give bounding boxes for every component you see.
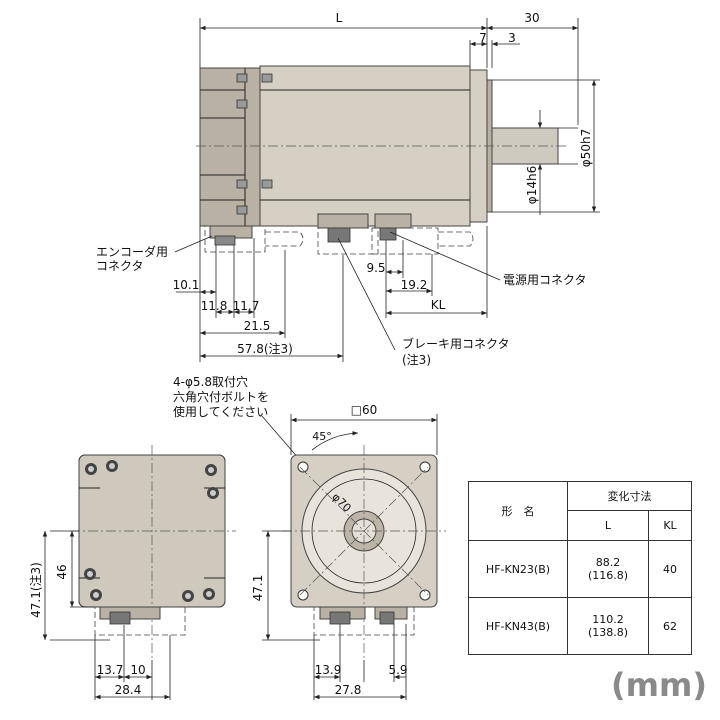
dim-square: □60 [351,403,378,417]
table-header-model: 形 名 [468,481,568,541]
table-cell-KL: 62 [648,597,692,655]
table-cell-L-value: 88.2 [595,556,621,569]
dim-57-8: 57.8(注3) [237,341,293,356]
dim-7: 7 [479,31,487,45]
rear-view: 46 47.1(注3) 13.7 10 28.4 [28,445,236,700]
side-view: L 30 7 3 [96,11,600,367]
mounting-note-line3: 使用してください [173,404,268,419]
encoder-connector-label-2: コネクタ [96,259,144,273]
dim-21-5: 21.5 [244,319,271,333]
table-header-KL: KL [648,510,692,541]
unit-label: (mm) [611,666,707,704]
mounting-note-line2: 六角穴付ボルトを [173,389,269,404]
table-header-dims: 変化寸法 [567,481,692,511]
dim-shaft-dia: φ14h6 [525,166,539,204]
mounting-note-line1: 4-φ5.8取付穴 [173,374,248,389]
dim-L: L [336,11,343,25]
dim-28-4: 28.4 [115,683,142,697]
dim-19-2: 19.2 [401,278,428,292]
dim-5-9: 5.9 [388,663,407,677]
dim-angle: 45° [312,430,332,443]
encoder-connector-label-1: エンコーダ用 [96,244,168,259]
brake-connector-label: ブレーキ用コネクタ [402,336,510,351]
dim-shaft-fit: φ50h7 [579,129,593,167]
brake-connector-note: (注3) [402,352,431,367]
dim-46: 46 [55,564,69,579]
dim-10-1: 10.1 [173,278,200,292]
dim-47-1: 47.1 [251,575,265,602]
dim-11-7: 11.7 [233,299,260,313]
dim-11-8: 11.8 [201,299,228,313]
table-cell-L: 88.2 (116.8) [567,540,649,598]
rear-bolt-heads [84,460,219,602]
dim-47-1-note: 47.1(注3) [28,562,43,618]
front-mount-holes [297,461,431,601]
front-view: □60 45° φ70 47.1 13.9 5.9 27.8 [251,403,446,700]
dim-9-5: 9.5 [366,261,385,275]
dim-3: 3 [508,31,516,45]
dim-27-8: 27.8 [335,683,362,697]
table-cell-L-brake: (138.8) [587,626,629,639]
mounting-note: 4-φ5.8取付穴 六角穴付ボルトを 使用してください [173,374,307,468]
table-row: HF-KN43(B) 110.2 (138.8) 62 [468,597,692,655]
dim-13-7: 13.7 [97,663,124,677]
table-cell-KL: 40 [648,540,692,598]
table-row: HF-KN23(B) 88.2 (116.8) 40 [468,540,692,598]
table-cell-model: HF-KN23(B) [468,540,568,598]
dim-KL: KL [431,298,446,312]
dim-13-9: 13.9 [315,663,342,677]
spec-table: 形 名 変化寸法 L KL HF-KN23(B) 88.2 (116.8) 40… [468,481,692,655]
table-header-L: L [567,510,649,541]
dim-30: 30 [524,11,539,25]
power-connector-label: 電源用コネクタ [503,273,587,287]
table-cell-L-value: 110.2 [592,613,624,626]
table-cell-model: HF-KN43(B) [468,597,568,655]
table-cell-L-brake: (116.8) [587,569,629,582]
table-cell-L: 110.2 (138.8) [567,597,649,655]
dim-10: 10 [130,663,145,677]
